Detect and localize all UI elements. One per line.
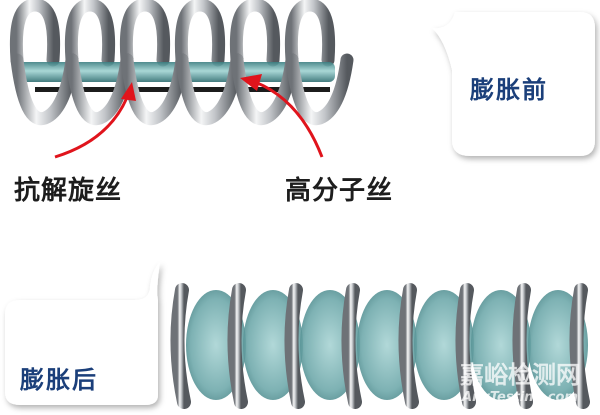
label-polymer-wire: 高分子丝: [285, 176, 394, 206]
label-anti-unwinding-wire: 抗解旋丝: [14, 176, 123, 206]
after-bubble: [5, 262, 160, 405]
watermark-title: 嘉峪检测网: [460, 361, 580, 389]
coil-loop-front: [285, 53, 354, 126]
coil-loop-back: [174, 0, 226, 67]
arrow-head-2: [240, 74, 262, 91]
arrow-anti-unwinding: [54, 94, 130, 159]
coil-turn: [398, 283, 419, 409]
coil-turn: [227, 283, 248, 409]
coil-loop-back: [9, 0, 61, 67]
coil-turn: [170, 283, 191, 409]
coil-turn: [341, 283, 362, 409]
coil-loop-back: [64, 0, 116, 67]
coil-loop-front: [230, 53, 299, 126]
coil-loop-front: [65, 53, 134, 126]
before-bubble: [432, 12, 595, 156]
coil-turn: [284, 283, 305, 409]
arrow-head-1: [121, 82, 136, 101]
label-before-expansion: 膨胀前: [470, 76, 548, 104]
coil-turn: [569, 283, 590, 409]
top-coil-front: [10, 53, 354, 126]
watermark-subtitle: AnyTesting.com: [462, 390, 578, 405]
coil-turn: [455, 283, 476, 409]
coil-loop-back: [119, 0, 171, 67]
coil-loop-back: [284, 0, 336, 67]
coil-loop-front: [10, 53, 79, 126]
coil-loop-front: [175, 53, 244, 126]
bottom-coil: [170, 283, 590, 409]
coil-loop-back: [229, 0, 281, 67]
top-coil-back: [9, 0, 336, 67]
label-after-expansion: 膨胀后: [20, 366, 98, 394]
coil-turn: [512, 283, 533, 409]
arrow-polymer: [254, 80, 324, 158]
watermark: 嘉峪检测网 AnyTesting.com: [440, 355, 600, 405]
